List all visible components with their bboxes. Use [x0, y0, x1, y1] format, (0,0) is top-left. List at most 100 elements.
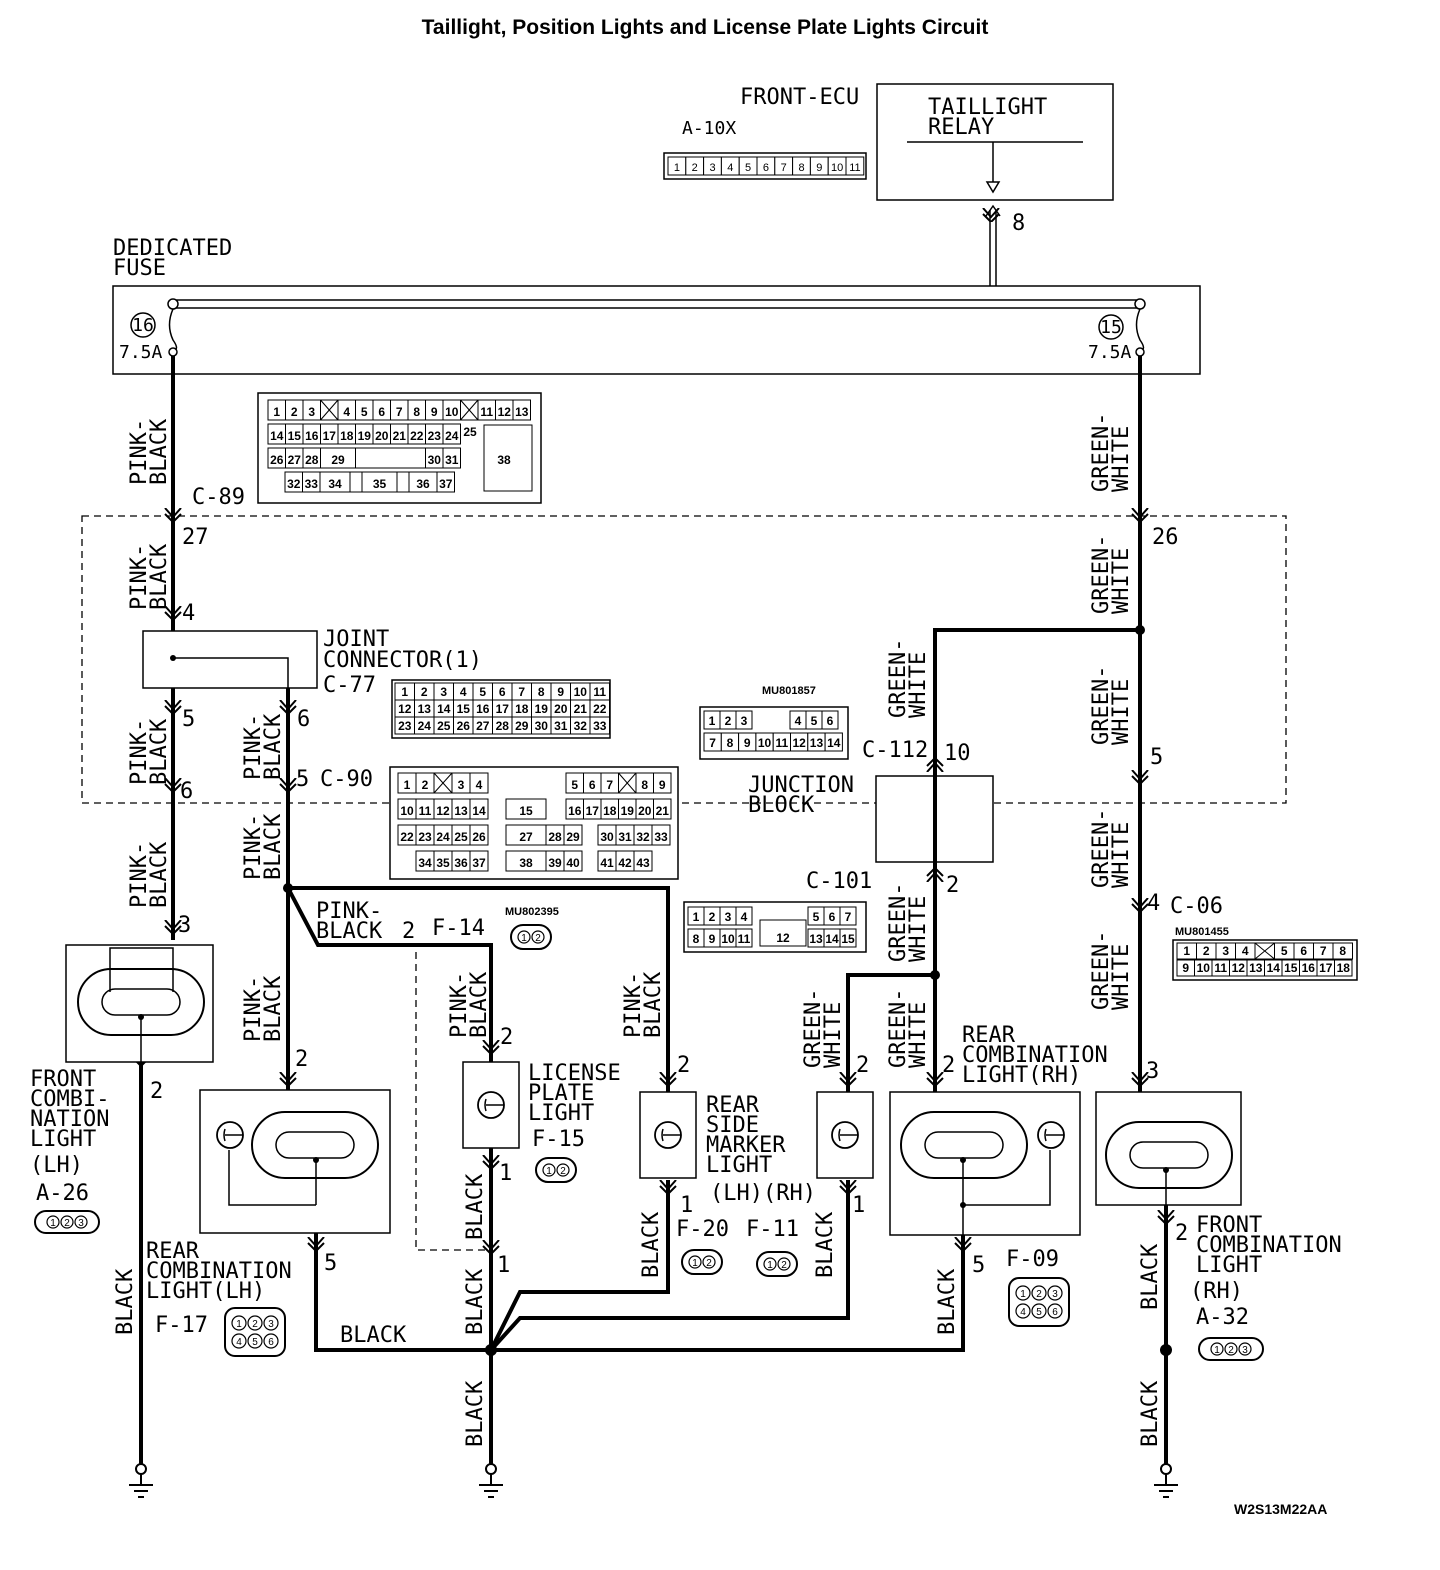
- svg-text:10: 10: [1197, 961, 1211, 975]
- svg-text:13: 13: [809, 932, 823, 946]
- svg-text:1: 1: [236, 1319, 242, 1330]
- rear-lh-label-2: COMBINATION: [146, 1259, 292, 1284]
- svg-text:29: 29: [515, 719, 529, 733]
- svg-text:9: 9: [816, 162, 822, 174]
- svg-text:2: 2: [1228, 1345, 1234, 1356]
- ecu-name: FRONT-ECU: [740, 85, 859, 110]
- svg-text:BLACK: BLACK: [935, 1268, 960, 1335]
- fuse-16-rating: 7.5A: [119, 342, 163, 363]
- svg-text:PINK-: PINK-: [621, 972, 646, 1038]
- svg-text:21: 21: [656, 804, 670, 818]
- svg-text:29: 29: [331, 453, 345, 467]
- svg-text:1: 1: [692, 1258, 698, 1269]
- svg-text:WHITE: WHITE: [906, 896, 931, 962]
- svg-text:1: 1: [401, 685, 408, 699]
- svg-text:PINK-: PINK-: [127, 719, 152, 785]
- front-rh-pin-top: 3: [1146, 1059, 1159, 1084]
- rear-rh-pin-top: 2: [942, 1053, 955, 1078]
- svg-text:PINK-: PINK-: [241, 714, 266, 780]
- svg-text:4: 4: [1020, 1307, 1026, 1318]
- svg-text:2: 2: [706, 1258, 712, 1269]
- rear-rh-label-2: COMBINATION: [962, 1043, 1108, 1068]
- svg-text:24: 24: [418, 719, 432, 733]
- svg-text:12: 12: [436, 804, 450, 818]
- c90-pin: 5: [296, 767, 309, 792]
- relay-arrow-head: [985, 181, 1001, 194]
- svg-text:2: 2: [422, 778, 429, 792]
- c89-label: C-89: [192, 485, 245, 510]
- svg-text:BLACK: BLACK: [261, 713, 286, 780]
- svg-text:GREEN-: GREEN-: [801, 989, 826, 1068]
- relay-label-1: TAILLIGHT: [928, 95, 1047, 120]
- svg-text:8: 8: [727, 736, 734, 750]
- front-lh-label-2: COMBI-: [30, 1087, 109, 1112]
- svg-text:32: 32: [287, 477, 301, 491]
- svg-text:9: 9: [1182, 961, 1189, 975]
- rear-lh-conn: F-17: [155, 1313, 208, 1338]
- ground-icon-right: [1153, 1463, 1179, 1498]
- svg-text:5: 5: [813, 910, 820, 924]
- svg-text:1: 1: [521, 933, 527, 944]
- svg-text:7: 7: [845, 910, 852, 924]
- c77-label: C-77: [323, 673, 376, 698]
- svg-text:BLACK: BLACK: [147, 418, 172, 485]
- fuse-label-1: DEDICATED: [113, 236, 232, 261]
- svg-text:4: 4: [236, 1337, 242, 1348]
- svg-text:BLACK: BLACK: [813, 1211, 838, 1278]
- svg-text:9: 9: [431, 405, 438, 419]
- side-marker-rh-bulb-icon: [831, 1121, 859, 1149]
- svg-text:BLACK: BLACK: [147, 718, 172, 785]
- svg-text:BLACK: BLACK: [639, 1211, 664, 1278]
- front-lh-conn: A-26: [36, 1181, 89, 1206]
- svg-text:42: 42: [618, 856, 632, 870]
- svg-text:35: 35: [436, 856, 450, 870]
- relay-pin-number: 8: [1012, 211, 1025, 236]
- svg-text:6: 6: [589, 778, 596, 792]
- svg-text:17: 17: [586, 804, 600, 818]
- svg-text:24: 24: [436, 830, 450, 844]
- svg-text:5: 5: [479, 685, 486, 699]
- svg-text:BLACK: BLACK: [340, 1323, 407, 1348]
- wires-group: [139, 356, 1172, 1470]
- svg-text:14: 14: [270, 429, 284, 443]
- svg-text:GREEN-: GREEN-: [1089, 535, 1114, 614]
- svg-text:5: 5: [745, 162, 751, 174]
- license-conn: F-15: [532, 1127, 585, 1152]
- svg-text:2: 2: [781, 1260, 787, 1271]
- license-label-2: PLATE: [528, 1081, 594, 1106]
- svg-text:PINK-: PINK-: [127, 544, 152, 610]
- svg-text:21: 21: [574, 702, 588, 716]
- svg-text:17: 17: [496, 702, 510, 716]
- svg-text:2: 2: [252, 1319, 258, 1330]
- c06-pin: 4: [1147, 891, 1160, 916]
- mu801857-code: MU801857: [762, 685, 816, 697]
- front-rh-conn: A-32: [1196, 1305, 1249, 1330]
- svg-text:9: 9: [744, 736, 751, 750]
- svg-text:BLACK: BLACK: [463, 1268, 488, 1335]
- svg-text:12: 12: [776, 931, 790, 945]
- svg-text:22: 22: [410, 429, 424, 443]
- svg-text:41: 41: [600, 856, 614, 870]
- svg-text:BLACK: BLACK: [261, 813, 286, 880]
- svg-text:2: 2: [1036, 1289, 1042, 1300]
- svg-text:16: 16: [568, 804, 582, 818]
- side-lh-pin-bot: 1: [680, 1193, 693, 1218]
- svg-text:7: 7: [518, 685, 525, 699]
- svg-text:19: 19: [535, 702, 549, 716]
- svg-text:31: 31: [554, 719, 568, 733]
- front-rh-label-1: FRONT: [1196, 1213, 1262, 1238]
- svg-text:1: 1: [767, 1260, 773, 1271]
- fuse-15-badge: [1098, 314, 1124, 340]
- side-marker-label-5: (LH)(RH): [710, 1181, 816, 1206]
- svg-text:1: 1: [693, 910, 700, 924]
- svg-text:25: 25: [437, 719, 451, 733]
- rear-rh-conn: F-09: [1006, 1247, 1059, 1272]
- svg-text:36: 36: [416, 477, 430, 491]
- dedicated-fuse-box: [112, 285, 1201, 375]
- svg-text:17: 17: [323, 429, 337, 443]
- rear-lh-label-3: LIGHT(LH): [146, 1279, 265, 1304]
- svg-text:18: 18: [340, 429, 354, 443]
